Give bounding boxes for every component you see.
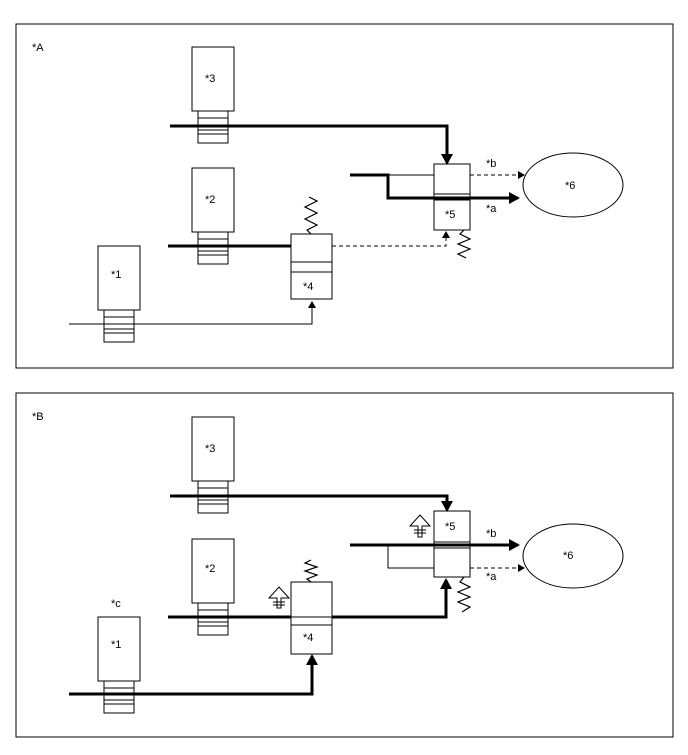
component-4-label: *4 — [303, 632, 313, 644]
panel-a-label: *A — [32, 42, 44, 54]
component-1-label: *1 — [111, 269, 121, 281]
component-6: *6 — [522, 523, 624, 589]
line-4-to-5-dashed — [332, 231, 450, 247]
component-4-valve: *4 — [290, 196, 333, 300]
shift-up-arrow-icon — [408, 514, 432, 538]
component-1-solenoid: *1 — [97, 616, 141, 714]
line-1-to-4 — [69, 301, 316, 325]
line-3-to-5 — [170, 494, 453, 512]
component-3-solenoid: *3 — [191, 46, 235, 144]
component-4-spring — [303, 559, 319, 583]
component-4-spring — [303, 196, 319, 235]
label-b: *b — [486, 528, 496, 540]
label-a: *a — [486, 203, 497, 215]
component-5-spring — [456, 576, 472, 613]
panel-a: *A *3 *2 *1 — [15, 23, 674, 369]
component-5-spring — [456, 229, 472, 259]
component-5-label: *5 — [445, 209, 455, 221]
component-5-label: *5 — [445, 521, 455, 533]
line-3-to-5 — [170, 124, 453, 165]
line-4-to-5 — [332, 578, 452, 619]
component-6: *6 — [522, 152, 624, 218]
line-thin-branch — [387, 545, 434, 569]
component-4-label: *4 — [303, 281, 313, 293]
component-2-solenoid: *2 — [191, 167, 235, 265]
component-5-valve: *5 — [433, 163, 472, 259]
component-3-solenoid: *3 — [191, 416, 235, 514]
component-2-label: *2 — [205, 563, 215, 575]
panel-b-frame — [15, 392, 674, 738]
label-c: *c — [111, 598, 121, 610]
component-1-solenoid: *1 — [97, 245, 141, 343]
shift-up-arrow-icon — [267, 586, 291, 609]
label-a: *a — [486, 571, 497, 583]
label-b: *b — [486, 158, 496, 170]
component-2-solenoid: *2 — [191, 538, 235, 636]
component-6-label: *6 — [563, 550, 573, 562]
component-1-label: *1 — [111, 639, 121, 651]
panel-b-label: *B — [32, 411, 44, 423]
panel-b: *B *3 *2 *1 *c — [15, 392, 674, 738]
component-5-valve: *5 — [408, 510, 472, 613]
component-2-label: *2 — [205, 194, 215, 206]
panel-a-frame — [15, 23, 674, 369]
component-3-label: *3 — [205, 443, 215, 455]
component-3-label: *3 — [205, 73, 215, 85]
component-6-label: *6 — [565, 180, 575, 192]
line-1-to-4 — [69, 654, 318, 696]
line-inlet-to-a — [350, 173, 520, 204]
component-4-valve: *4 — [267, 559, 333, 655]
